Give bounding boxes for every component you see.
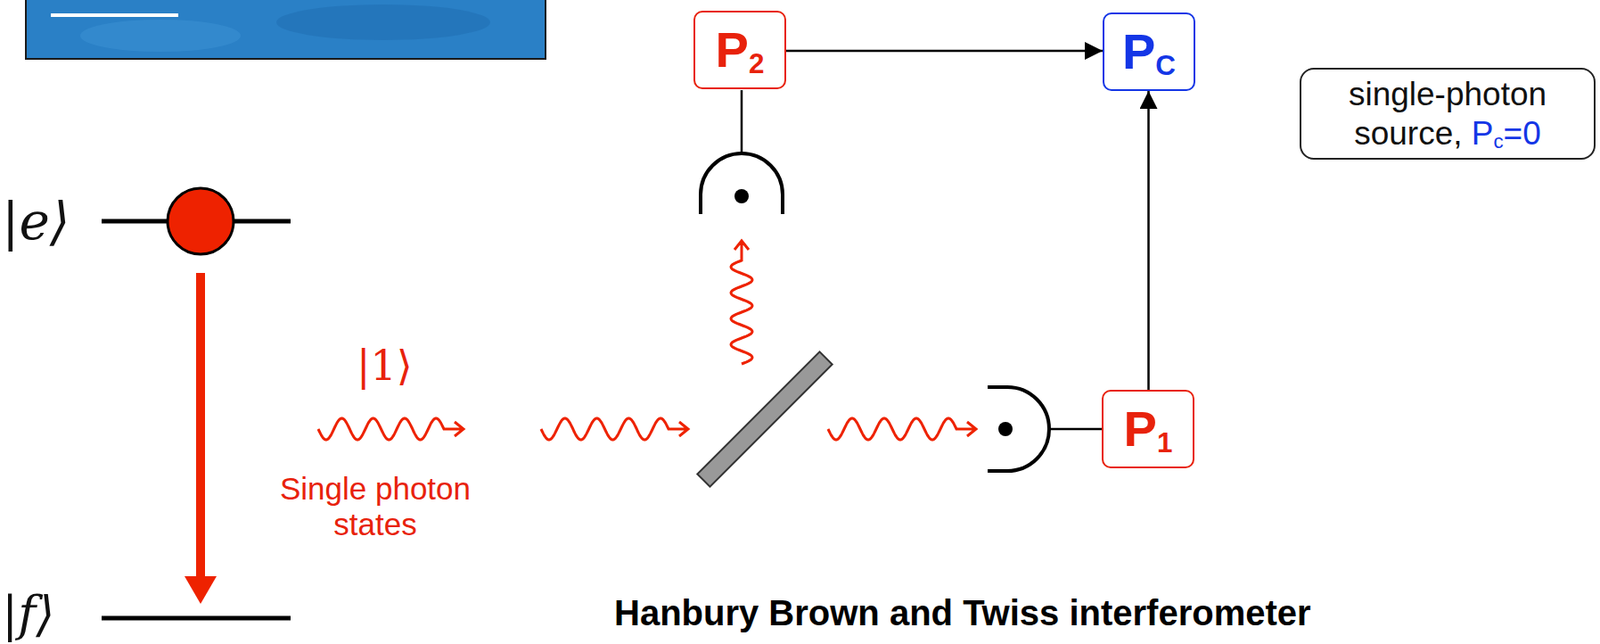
signal-arrow <box>1147 90 1150 390</box>
photon-wave <box>730 240 753 364</box>
note-text: single-photon source, Pc=0 <box>1313 74 1582 153</box>
note-box: single-photon source, Pc=0 <box>1299 67 1596 160</box>
image-texture <box>80 19 241 52</box>
decay-arrow <box>196 272 206 578</box>
photon-wave <box>541 418 689 440</box>
micrograph-image <box>25 0 546 59</box>
energy-level <box>101 615 291 621</box>
diagram-title: Hanbury Brown and Twiss interferometer <box>614 590 1312 634</box>
decay-arrowhead <box>184 575 217 604</box>
photon-wave <box>318 418 464 440</box>
photon-state-label: |1⟩ <box>356 344 413 386</box>
probability-symbol: PC <box>1122 26 1176 77</box>
probability-box: P1 <box>1101 389 1195 468</box>
excited-atom <box>167 188 234 255</box>
signal-arrow <box>786 49 1103 53</box>
state-label: |f⟩ <box>1 590 55 639</box>
detector <box>987 386 1050 471</box>
beam-splitter <box>697 351 832 486</box>
state-label: |e⟩ <box>1 195 71 247</box>
image-texture <box>276 4 491 41</box>
scale-bar <box>50 13 179 17</box>
detector-dot <box>998 421 1013 436</box>
detector-wire <box>1049 427 1102 431</box>
probability-symbol: P1 <box>1124 403 1174 454</box>
probability-box: PC <box>1102 12 1196 91</box>
probability-box: P2 <box>693 10 787 90</box>
detector <box>700 153 783 214</box>
photon-wave <box>828 418 977 440</box>
photon-caption: Single photon states <box>250 470 501 543</box>
probability-symbol: P2 <box>715 24 765 75</box>
detector-dot <box>734 188 749 204</box>
detector-wire <box>740 90 744 154</box>
